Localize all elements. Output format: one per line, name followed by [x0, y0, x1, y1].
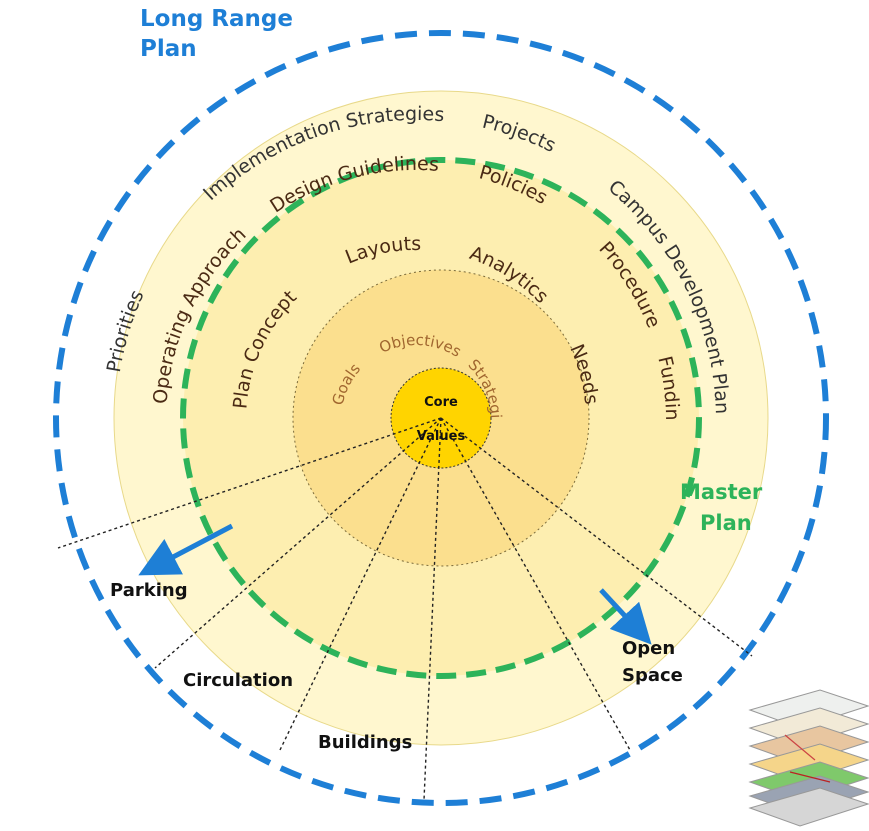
category-buildings: Buildings [318, 732, 412, 753]
category-open-space-line1: Open [622, 638, 675, 659]
category-open-space-line2: Space [622, 665, 683, 686]
master-plan-label-line1: Master [680, 480, 763, 504]
radial-line [57, 417, 442, 549]
core-label-line1: Core [424, 395, 458, 410]
map-layers-icon [748, 689, 869, 827]
radial-line [279, 417, 442, 751]
core-label-line2: Values [417, 429, 466, 444]
radial-line [440, 417, 631, 751]
radial-line [440, 417, 753, 657]
long-range-plan-label-line2: Plan [140, 36, 197, 62]
open-space-arrow [599, 588, 652, 645]
category-parking: Parking [110, 580, 188, 601]
long-range-plan-label-line1: Long Range [140, 6, 293, 32]
category-circulation: Circulation [183, 670, 293, 691]
radial-lines [57, 417, 753, 801]
radial-line [423, 417, 442, 801]
master-plan-label-line2: Plan [700, 511, 752, 535]
parking-arrow [138, 523, 234, 576]
